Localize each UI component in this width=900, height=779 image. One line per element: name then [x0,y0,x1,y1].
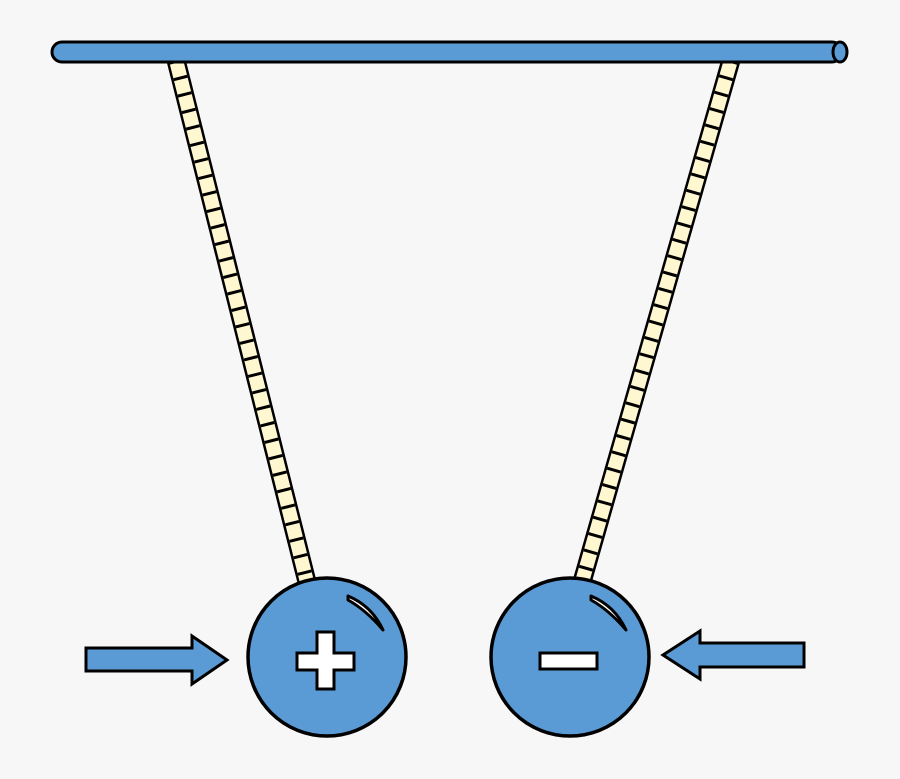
highlight-icon [346,594,385,632]
arrow-right-icon [84,633,230,687]
arrow-left-icon [660,628,806,682]
minus-sign-icon [538,651,599,671]
highlight-icon [589,594,628,632]
support-rod [50,40,849,64]
negative-ball [489,576,651,738]
plus-sign-icon [295,630,356,691]
right-string [572,57,741,585]
positive-ball [246,576,408,738]
left-string [166,57,317,585]
